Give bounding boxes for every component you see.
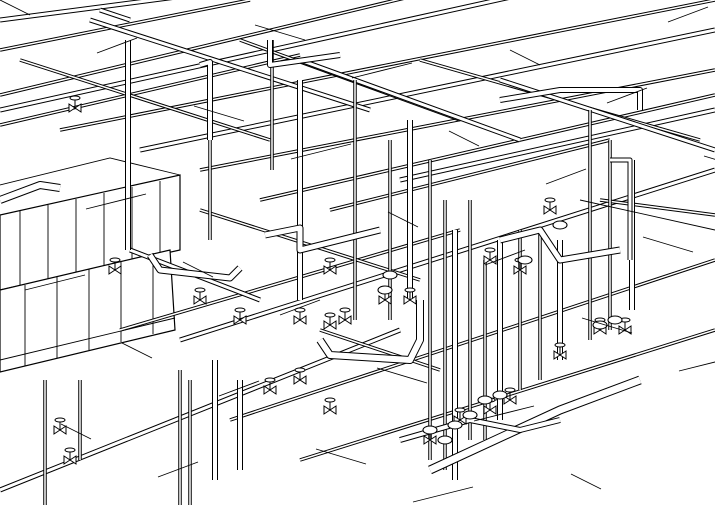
small-bore-line [193, 105, 245, 122]
flange [422, 425, 438, 435]
small-bore-line [157, 461, 199, 478]
valve-handwheel [504, 387, 516, 393]
small-bore-line [387, 211, 419, 228]
horizontal-pipe-run [0, 0, 405, 97]
small-bore-line [218, 380, 260, 397]
small-bore-line [606, 87, 648, 104]
instrument-line [579, 199, 715, 231]
horizontal-pipe-run-bore [179, 168, 715, 342]
pipe-elbow-bore [610, 158, 632, 260]
small-bore-line [376, 367, 428, 384]
small-bore-line [412, 486, 474, 503]
flange [517, 255, 533, 265]
pipe-elbow-bore [0, 182, 61, 203]
small-bore-line [315, 448, 367, 465]
small-bore-line [570, 473, 602, 490]
small-bore-line [254, 24, 306, 41]
small-bore-line [703, 155, 715, 160]
valve-handwheel [324, 397, 336, 403]
duct-edge [0, 317, 176, 361]
small-bore-line [581, 317, 633, 334]
flange [552, 220, 568, 230]
pipe-elbow-bore [499, 88, 642, 110]
flange [477, 395, 493, 405]
small-bore-line [667, 6, 709, 23]
valve-handwheel [234, 307, 246, 313]
horizontal-pipe-run-bore [399, 108, 715, 182]
small-bore-line [545, 168, 587, 185]
pipe-elbow-bore [268, 40, 341, 67]
pipe-loop-bore [147, 253, 242, 281]
valve-handwheel [64, 447, 76, 453]
pipe-loop [316, 300, 424, 364]
small-bore-line [85, 193, 147, 210]
small-bore-line [678, 361, 715, 372]
flange [607, 315, 623, 325]
small-bore-line [484, 249, 526, 266]
valve-handwheel [404, 287, 416, 293]
horizontal-pipe-run-bore [319, 329, 441, 371]
valve-handwheel [109, 257, 121, 263]
horizontal-pipe-run-bore [299, 58, 521, 142]
small-bore-line [0, 0, 31, 16]
valve-handwheel [324, 257, 336, 263]
small-bore-line [182, 261, 214, 278]
small-bore-line [121, 342, 153, 359]
horizontal-pipe-run-bore [259, 94, 715, 201]
flange [462, 410, 478, 420]
small-bore-line [279, 299, 321, 316]
pipe-loop-bore [317, 300, 423, 363]
horizontal-pipe-run-bore [0, 0, 165, 22]
horizontal-pipe-run-bore [329, 139, 611, 211]
horizontal-pipe-run-bore [89, 18, 371, 112]
valve-handwheel [484, 247, 496, 253]
flange [492, 390, 508, 400]
horizontal-pipe-run-bore [0, 0, 251, 51]
header-pipe-bore [428, 376, 642, 474]
horizontal-pipe-run-bore [0, 0, 400, 96]
air-duct-upper [0, 174, 181, 291]
small-bore-line [60, 423, 92, 440]
horizontal-pipe-run-bore [599, 199, 715, 216]
valve-handwheel [54, 417, 66, 423]
air-duct-lower [0, 249, 176, 373]
valve-handwheel [324, 312, 336, 318]
small-bore-line [642, 236, 694, 253]
valve-handwheel [294, 307, 306, 313]
flange [382, 270, 398, 280]
valve-handwheel [194, 287, 206, 293]
horizontal-pipe-run-bore [99, 8, 131, 22]
valve-handwheel [69, 95, 81, 101]
small-bore-line [96, 37, 138, 54]
small-bore-line [351, 62, 413, 79]
valve-handwheel [339, 307, 351, 313]
pipe-elbow-bore [199, 60, 212, 140]
pipe-loop-bore [499, 227, 621, 263]
horizontal-pipe-run-bore [119, 229, 461, 331]
small-bore-line [448, 130, 480, 147]
small-bore-line [473, 405, 535, 422]
flange [377, 285, 393, 295]
horizontal-pipe-run-bore [0, 0, 505, 112]
small-bore-line [290, 143, 352, 160]
valve-handwheel [454, 407, 466, 413]
valve-handwheel [294, 367, 306, 373]
duct-top-edge [0, 157, 181, 186]
small-bore-line [24, 274, 86, 291]
flange [447, 420, 463, 430]
small-bore-line [509, 49, 541, 66]
pipe-loop-bore [264, 225, 381, 253]
horizontal-pipe-run-bore [19, 59, 271, 141]
valve-handwheel [554, 342, 566, 348]
valve-handwheel [264, 377, 276, 383]
flange [592, 320, 608, 330]
valve-handwheel [544, 197, 556, 203]
flange [437, 435, 453, 445]
horizontal-pipe-run-bore [0, 54, 301, 126]
